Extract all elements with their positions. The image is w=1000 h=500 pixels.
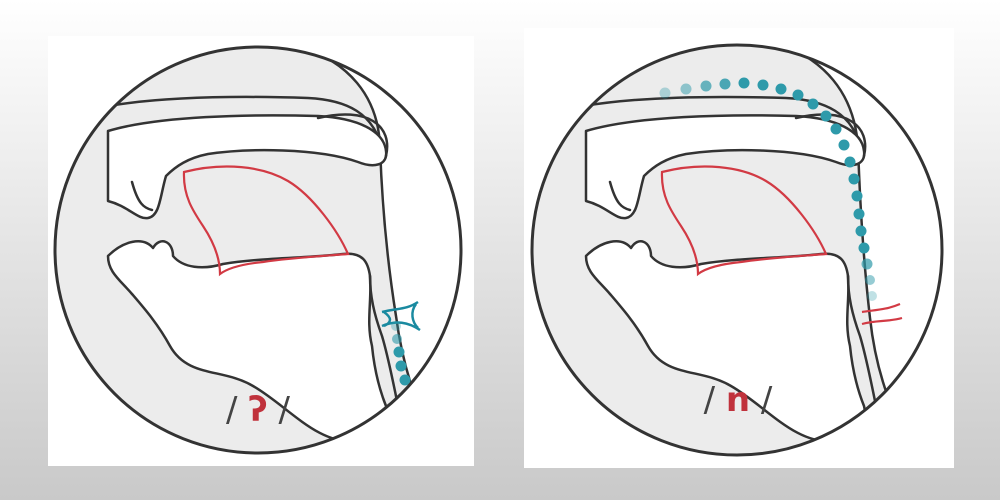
airflow-dots-nasal [659, 77, 877, 301]
diagram-panel-nasal: / n / [524, 28, 954, 468]
lower-jaw-tongue [584, 240, 867, 443]
larynx-front [846, 274, 878, 408]
vocal-folds [861, 302, 903, 326]
oral-cavity-outline [660, 165, 828, 277]
larynx-front [368, 274, 400, 408]
upper-jaw-palate [106, 114, 388, 220]
upper-jaw-palate [584, 114, 866, 220]
upper-teeth [130, 180, 154, 212]
lower-jaw-tongue [106, 240, 389, 443]
slash-right: / [278, 390, 291, 430]
slash-right: / [760, 380, 773, 420]
phoneme-symbol: ʔ [248, 390, 268, 430]
diagram-panel-glottal-stop: / ʔ / [48, 36, 474, 466]
slash-left: / [703, 380, 716, 420]
oral-cavity-outline [182, 165, 350, 277]
head-circle-outline [530, 43, 944, 457]
slash-left: / [225, 390, 238, 430]
velum [794, 113, 867, 158]
upper-teeth [608, 180, 632, 212]
vocal-tract-diagram-right [530, 43, 944, 457]
head-circle-outline [53, 45, 463, 455]
airflow-dots-glottal [391, 321, 411, 386]
glottis-closure [381, 300, 421, 332]
phoneme-label-nasal: / n / [688, 380, 788, 420]
velum [316, 113, 389, 158]
vocal-tract-diagram-left [53, 45, 463, 455]
phoneme-label-glottal-stop: / ʔ / [208, 390, 308, 430]
phoneme-symbol: n [725, 380, 751, 420]
